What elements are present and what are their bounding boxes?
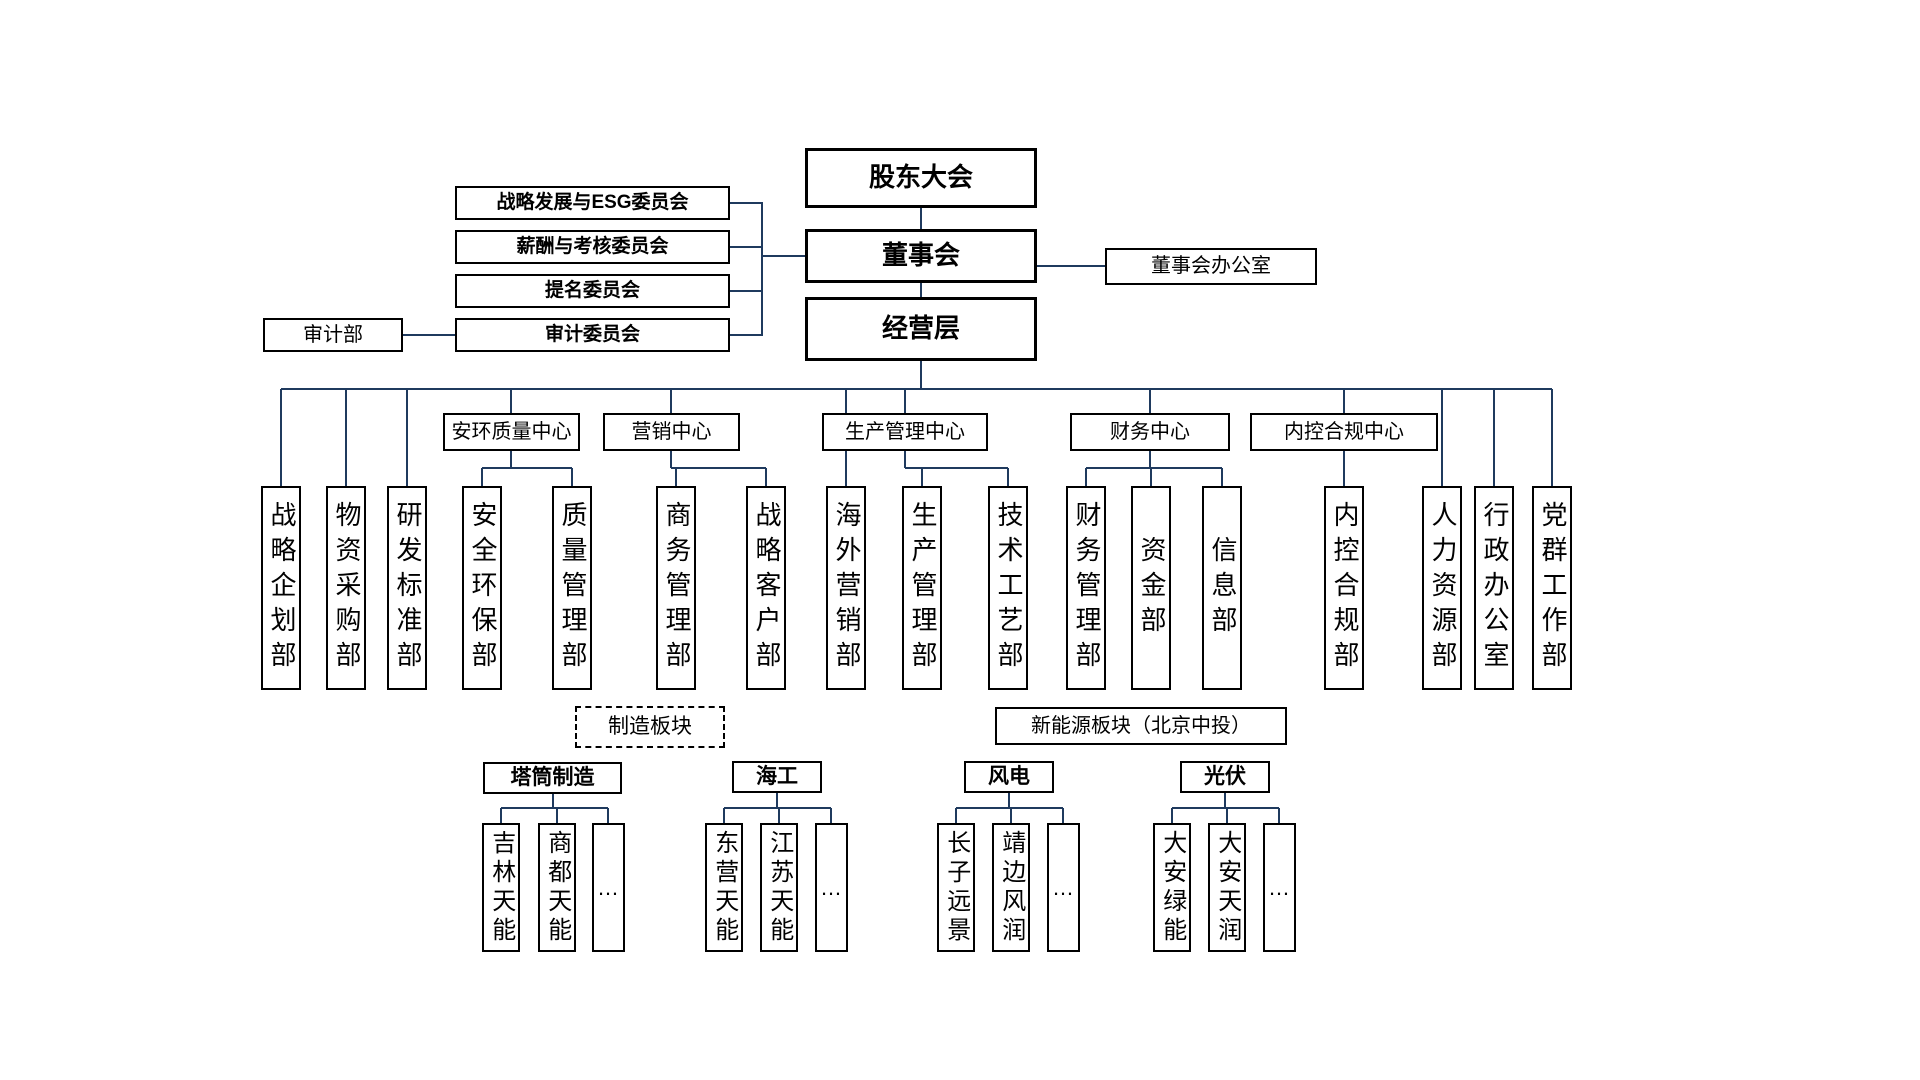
box-sub-jingbian-fengrun: 靖边风润 [992, 823, 1030, 952]
box-dept-financial-management: 财务管理部 [1066, 486, 1106, 690]
box-dept-party-mass-work: 党群工作部 [1532, 486, 1572, 690]
box-center-marketing: 营销中心 [603, 413, 740, 451]
box-dept-information: 信息部 [1202, 486, 1242, 690]
box-sub-daan-tianrun: 大安天润 [1208, 823, 1246, 952]
box-sub-dongying-tianneng: 东营天能 [705, 823, 743, 952]
box-committee-strategy-esg: 战略发展与ESG委员会 [455, 186, 730, 220]
box-sub-shangdu-tianneng: 商都天能 [538, 823, 576, 952]
box-committee-audit: 审计委员会 [455, 318, 730, 352]
box-bu-photovoltaic: 光伏 [1180, 761, 1270, 793]
box-sub-pv-more: … [1263, 823, 1296, 952]
box-bu-tower-manufacturing: 塔筒制造 [483, 762, 622, 794]
box-dept-overseas-marketing: 海外营销部 [826, 486, 866, 690]
box-bu-wind-power: 风电 [964, 761, 1054, 793]
box-dept-quality-management: 质量管理部 [552, 486, 592, 690]
box-dept-strategic-planning: 战略企划部 [261, 486, 301, 690]
box-management-level: 经营层 [805, 297, 1037, 361]
box-sub-jilin-tianneng: 吉林天能 [482, 823, 520, 952]
box-audit-department: 审计部 [263, 318, 403, 352]
box-sub-wind-more: … [1047, 823, 1080, 952]
box-dept-strategic-customers: 战略客户部 [746, 486, 786, 690]
box-center-internal-control: 内控合规中心 [1250, 413, 1438, 451]
box-dept-material-procurement: 物资采购部 [326, 486, 366, 690]
box-section-new-energy: 新能源板块（北京中投） [995, 707, 1287, 745]
box-sub-tower-more: … [592, 823, 625, 952]
box-board-office: 董事会办公室 [1105, 248, 1317, 285]
box-dept-commerce-management: 商务管理部 [656, 486, 696, 690]
box-shareholders-meeting: 股东大会 [805, 148, 1037, 208]
box-board-of-directors: 董事会 [805, 229, 1037, 283]
box-sub-jiangsu-tianneng: 江苏天能 [760, 823, 798, 952]
box-dept-safety-environment: 安全环保部 [462, 486, 502, 690]
box-committee-remuneration: 薪酬与考核委员会 [455, 230, 730, 264]
box-sub-offshore-more: … [815, 823, 848, 952]
box-sub-daan-lvneng: 大安绿能 [1153, 823, 1191, 952]
box-dept-treasury: 资金部 [1131, 486, 1171, 690]
box-dept-internal-control-compliance: 内控合规部 [1324, 486, 1364, 690]
box-sub-zhangzi-yuanjing: 长子远景 [937, 823, 975, 952]
box-center-finance: 财务中心 [1070, 413, 1230, 451]
box-committee-nomination: 提名委员会 [455, 274, 730, 308]
box-bu-offshore: 海工 [732, 761, 822, 793]
box-section-manufacturing: 制造板块 [575, 706, 725, 748]
box-dept-administrative-office: 行政办公室 [1474, 486, 1514, 690]
box-center-safety-quality: 安环质量中心 [443, 413, 580, 451]
box-center-production: 生产管理中心 [822, 413, 988, 451]
box-dept-technology-process: 技术工艺部 [988, 486, 1028, 690]
box-dept-rd-standards: 研发标准部 [387, 486, 427, 690]
box-dept-human-resources: 人力资源部 [1422, 486, 1462, 690]
box-dept-production-management: 生产管理部 [902, 486, 942, 690]
